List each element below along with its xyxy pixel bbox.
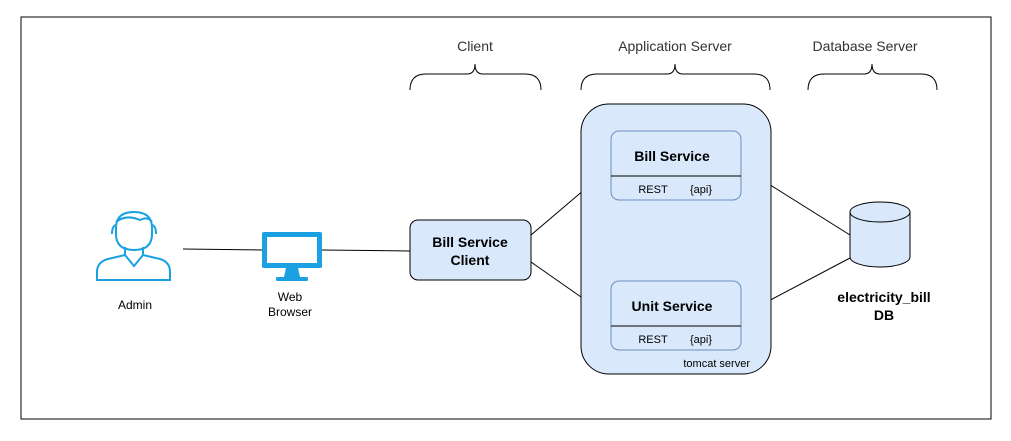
tier-label-database-server: Database Server	[812, 38, 917, 54]
brace-client	[409, 63, 542, 91]
bill-service-rest-label: REST	[638, 184, 668, 196]
tier-label-application-server: Application Server	[618, 38, 732, 54]
browser-label-line2: Browser	[268, 305, 312, 319]
user-icon	[96, 210, 171, 281]
unit-service-node	[610, 280, 742, 351]
edge-browser-client	[321, 249, 411, 252]
tomcat-server-label: tomcat server	[683, 358, 750, 370]
database-icon	[849, 201, 911, 268]
database-label-line1: electricity_bill	[837, 289, 930, 305]
tier-label-client: Client	[457, 38, 493, 54]
bill-service-client-label-line1: Bill Service	[432, 234, 508, 250]
bill-service-client-node	[409, 219, 532, 281]
browser-label-line1: Web	[278, 290, 303, 304]
bill-service-api-label: {api}	[690, 184, 712, 196]
brace-application-server	[580, 63, 771, 91]
bill-service-node	[610, 130, 742, 201]
unit-service-api-label: {api}	[690, 334, 712, 346]
brace-database-server	[807, 63, 938, 91]
bill-service-client-label-line2: Client	[451, 252, 490, 268]
unit-service-title: Unit Service	[632, 298, 713, 314]
diagram-frame	[20, 16, 992, 420]
admin-label: Admin	[118, 298, 152, 312]
bill-service-title: Bill Service	[634, 148, 710, 164]
database-label-line2: DB	[874, 307, 894, 323]
monitor-icon	[262, 232, 322, 281]
edge-admin-browser	[182, 248, 263, 251]
unit-service-rest-label: REST	[638, 334, 668, 346]
